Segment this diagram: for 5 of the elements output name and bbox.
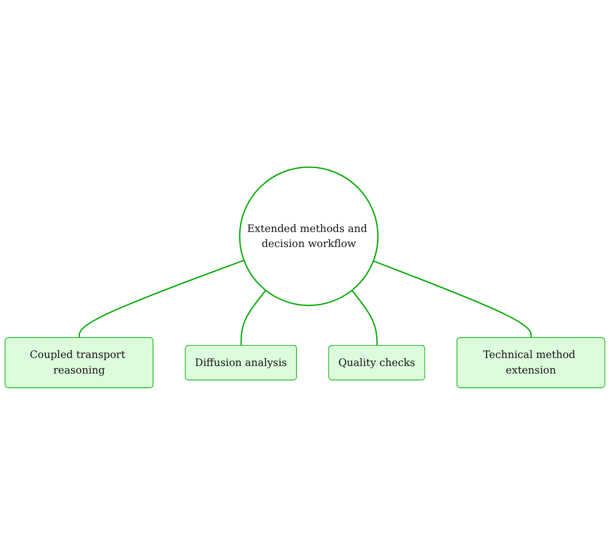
node-circle: Extended methods and decision workflow [239, 166, 379, 306]
connector [78, 259, 244, 338]
connector [240, 290, 266, 346]
connector [351, 290, 378, 346]
connector [373, 260, 532, 338]
